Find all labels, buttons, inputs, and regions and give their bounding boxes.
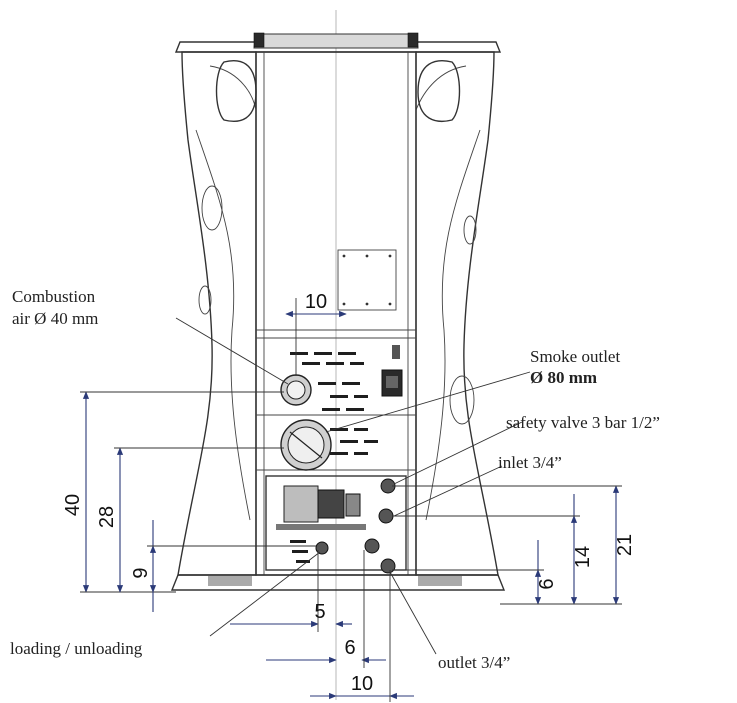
dim-21-value: 21 — [614, 534, 636, 556]
dim-21 — [392, 485, 622, 605]
dim-9 — [147, 520, 316, 612]
dim-10-bottom — [310, 570, 414, 702]
label-smoke-outlet-line2: Ø 80 mm — [530, 368, 597, 387]
label-combustion-air-line1: Combustion — [12, 287, 96, 306]
label-loading-unloading: loading / unloading — [10, 639, 143, 658]
rear-back-panel — [255, 51, 417, 576]
power-switch-socket — [381, 345, 403, 397]
leader-outlet — [389, 571, 437, 655]
dim-10-bottom-value: 10 — [351, 673, 373, 695]
dim-14-value: 14 — [572, 546, 594, 568]
label-smoke-outlet-line1: Smoke outlet — [530, 347, 620, 366]
smoke-outlet-pipe — [280, 419, 332, 471]
dim-28 — [114, 447, 284, 593]
leader-safety-valve — [393, 421, 523, 485]
right-side-panel — [415, 51, 499, 576]
dim-6-right — [392, 540, 622, 605]
leader-smoke-outlet — [325, 371, 531, 433]
dim-6-bottom — [266, 550, 386, 668]
dim-6-bottom-value: 6 — [344, 637, 355, 659]
dim-40-value: 40 — [62, 494, 84, 516]
control-box — [265, 475, 407, 574]
dim-40 — [80, 391, 284, 593]
vent-slots — [290, 352, 378, 563]
combustion-air-port — [280, 374, 312, 406]
dim-5-value: 5 — [314, 601, 325, 623]
dim-14 — [392, 494, 580, 605]
leader-loading — [209, 551, 321, 637]
dim-28-value: 28 — [96, 506, 118, 528]
label-outlet: outlet 3/4” — [438, 653, 510, 672]
dim-9-value: 9 — [130, 567, 152, 578]
dim-10-top-value: 10 — [305, 291, 327, 313]
leader-inlet — [393, 465, 503, 517]
base-plinth — [170, 574, 506, 591]
leader-combustion-air — [175, 317, 289, 385]
dim-10-top — [285, 298, 347, 376]
top-cap — [174, 32, 502, 53]
dim-5 — [230, 550, 352, 632]
label-inlet: inlet 3/4” — [498, 453, 562, 472]
left-side-panel — [177, 51, 257, 576]
label-combustion-air-line2: air Ø 40 mm — [12, 309, 98, 328]
dim-6-right-value: 6 — [536, 578, 558, 589]
label-safety-valve: safety valve 3 bar 1/2” — [506, 413, 660, 432]
